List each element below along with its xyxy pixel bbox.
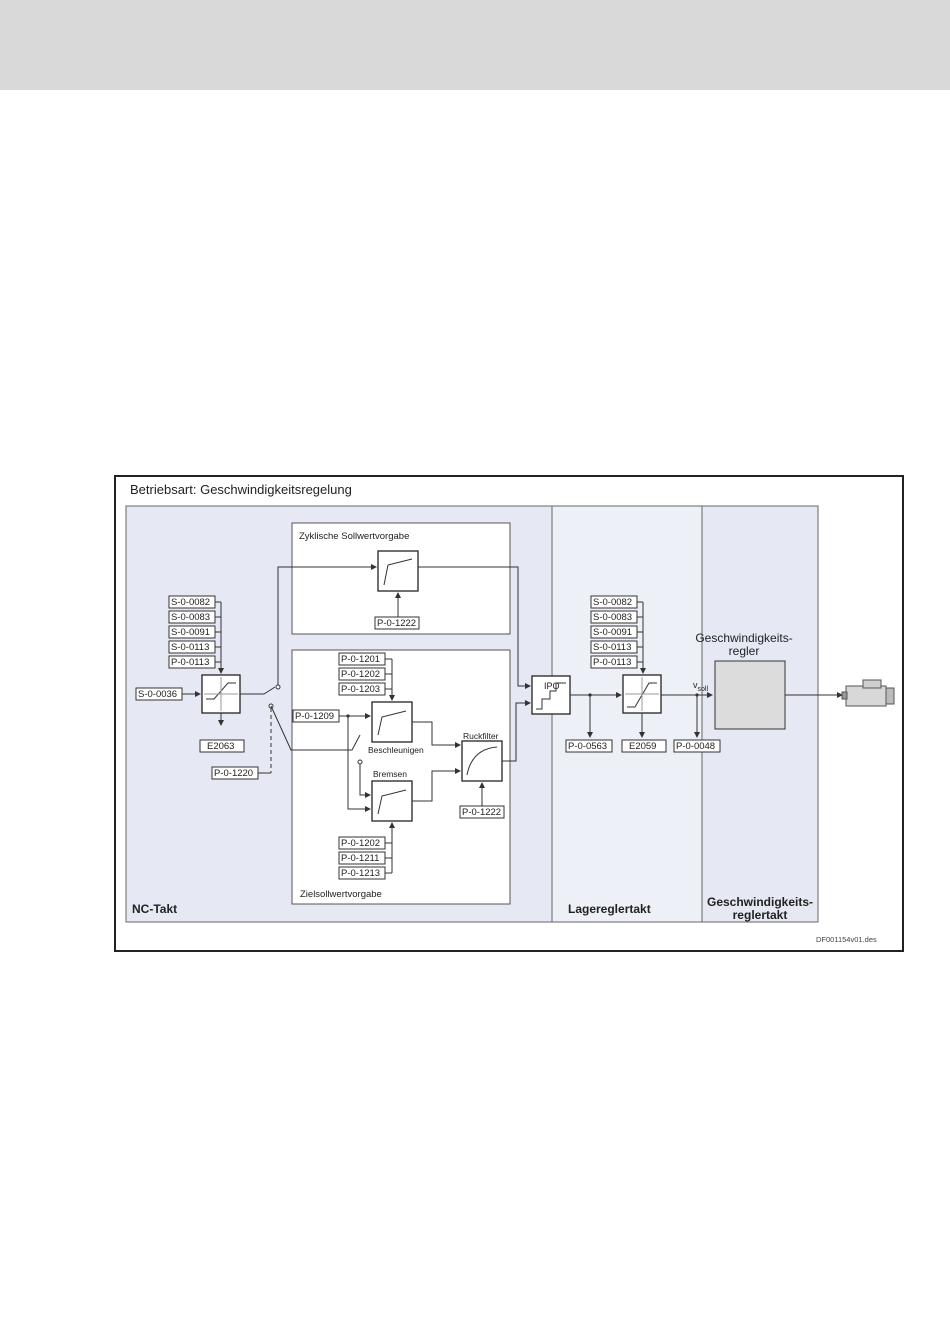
bremsen-block	[371, 780, 413, 822]
region-lagereglertakt	[551, 505, 703, 923]
ipo-out-param: P-0-0563	[568, 741, 607, 752]
regler-label-1: Geschwindigkeits-	[695, 631, 792, 645]
lage-limit-5: P-0-0113	[593, 657, 631, 668]
nc-limit-4: S-0-0113	[171, 642, 209, 653]
ziel-label: Zielsollwertvorgabe	[300, 889, 382, 900]
brake-param-1: P-0-1202	[341, 838, 380, 849]
accel-param-3: P-0-1203	[341, 684, 380, 695]
ipo-label: IPO	[544, 681, 560, 691]
nc-out-box	[199, 739, 245, 753]
block-diagram-figure: Betriebsart: Geschwindigkeitsregelung NC…	[114, 475, 904, 952]
motor-icon	[841, 679, 895, 707]
zyklisch-label: Zyklische Sollwertvorgabe	[299, 531, 409, 542]
ziel-input-param: P-0-1209	[295, 711, 334, 722]
accel-param-2: P-0-1202	[341, 669, 380, 680]
accel-param-1: P-0-1201	[341, 654, 380, 665]
nc-limit-params: S-0-0082 S-0-0083 S-0-0091 S-0-0113 P-0-…	[168, 595, 224, 674]
nc-limit-2: S-0-0083	[171, 612, 210, 623]
switch-param: P-0-1220	[214, 768, 253, 779]
beschleunigen-block	[371, 701, 413, 743]
ipo-block	[531, 675, 571, 715]
lage-limit-params: S-0-0082 S-0-0083 S-0-0091 S-0-0113 P-0-…	[590, 595, 646, 674]
nc-takt-label: NC-Takt	[132, 902, 177, 916]
nc-limit-3: S-0-0091	[171, 627, 210, 638]
lage-limit-1: S-0-0082	[593, 597, 632, 608]
lage-out-param: E2059	[629, 741, 656, 752]
vsoll-label: vsoll	[693, 680, 708, 693]
vsoll-out-box	[673, 739, 721, 753]
geschw-takt-label-1: Geschwindigkeits-	[707, 895, 813, 909]
input-param: S-0-0036	[138, 689, 177, 700]
diagram-title: Betriebsart: Geschwindigkeitsregelung	[130, 482, 352, 497]
zyklisch-ramp-block	[377, 550, 419, 592]
zyklisch-param: P-0-1222	[377, 618, 416, 629]
nc-limit-5: P-0-0113	[171, 657, 209, 668]
geschw-takt-label-2: reglertakt	[733, 908, 788, 922]
lage-limit-2: S-0-0083	[593, 612, 632, 623]
nc-out-param: E2063	[207, 741, 234, 752]
brake-param-3: P-0-1213	[341, 868, 380, 879]
nc-limit-1: S-0-0082	[171, 597, 210, 608]
brake-param-2: P-0-1211	[341, 853, 379, 864]
lage-limit-4: S-0-0113	[593, 642, 631, 653]
bremsen-label: Bremsen	[373, 769, 407, 779]
beschleunigen-label: Beschleunigen	[368, 745, 424, 755]
block-diagram-svg: Betriebsart: Geschwindigkeitsregelung NC…	[125, 482, 895, 944]
ruckfilter-block	[461, 740, 503, 782]
zyklisch-param-box	[374, 616, 420, 630]
ruck-param: P-0-1222	[462, 807, 501, 818]
regler-label-2: regler	[729, 644, 760, 658]
vsoll-out-param: P-0-0048	[676, 741, 715, 752]
ipo-out-box	[565, 739, 613, 753]
geschwindigkeitsregler-block	[714, 660, 786, 730]
page-header-bar	[0, 0, 950, 90]
lage-limit-3: S-0-0091	[593, 627, 632, 638]
ruckfilter-label: Ruckfilter	[463, 731, 499, 741]
lage-out-box	[621, 739, 667, 753]
lagereglertakt-label: Lagereglertakt	[568, 902, 651, 916]
file-id: DF001154v01.des	[816, 935, 877, 944]
